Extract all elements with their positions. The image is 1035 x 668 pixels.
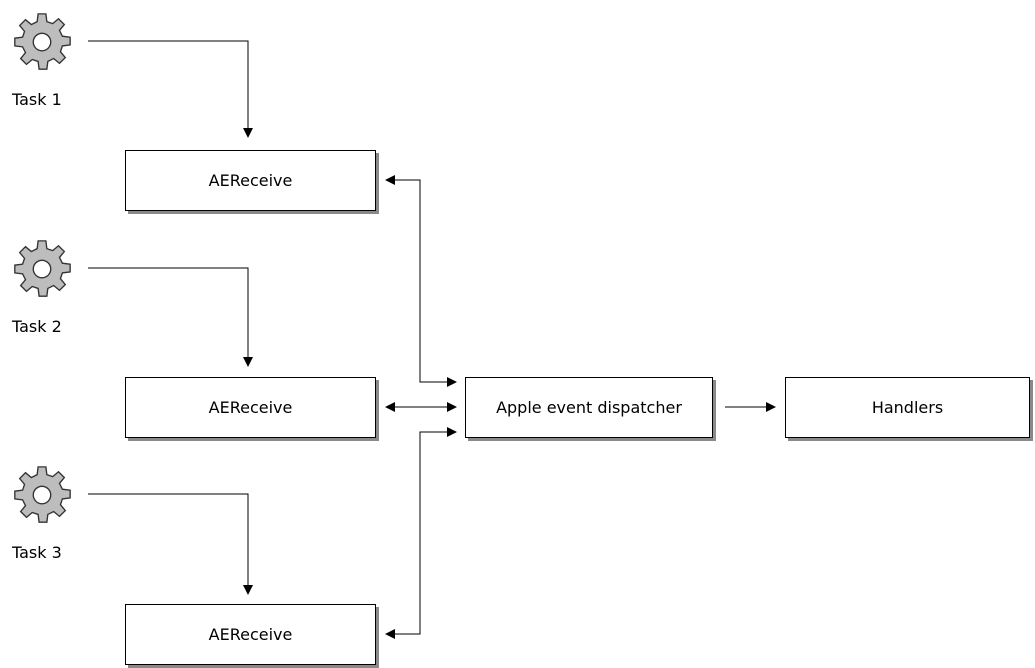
- task2-to-receive2-arrow: [88, 267, 253, 367]
- aereceive-box-3: AEReceive: [125, 604, 376, 665]
- aereceive-box-2: AEReceive: [125, 377, 376, 438]
- gear-icon: [14, 466, 71, 523]
- handlers-box: Handlers: [785, 377, 1030, 438]
- aereceive-box-1: AEReceive: [125, 150, 376, 211]
- gear-icon: [14, 240, 71, 297]
- task1-to-receive1-arrow: [88, 40, 253, 138]
- dispatcher-box: Apple event dispatcher: [465, 377, 713, 438]
- receive3-dispatcher-arrow: [385, 427, 457, 639]
- task-3-label: Task 3: [12, 543, 62, 562]
- receive1-dispatcher-arrow: [385, 175, 457, 387]
- task3-to-receive3-arrow: [88, 493, 253, 595]
- task-2-label: Task 2: [12, 317, 62, 336]
- task-1-label: Task 1: [12, 90, 62, 109]
- gear-icon: [14, 13, 71, 70]
